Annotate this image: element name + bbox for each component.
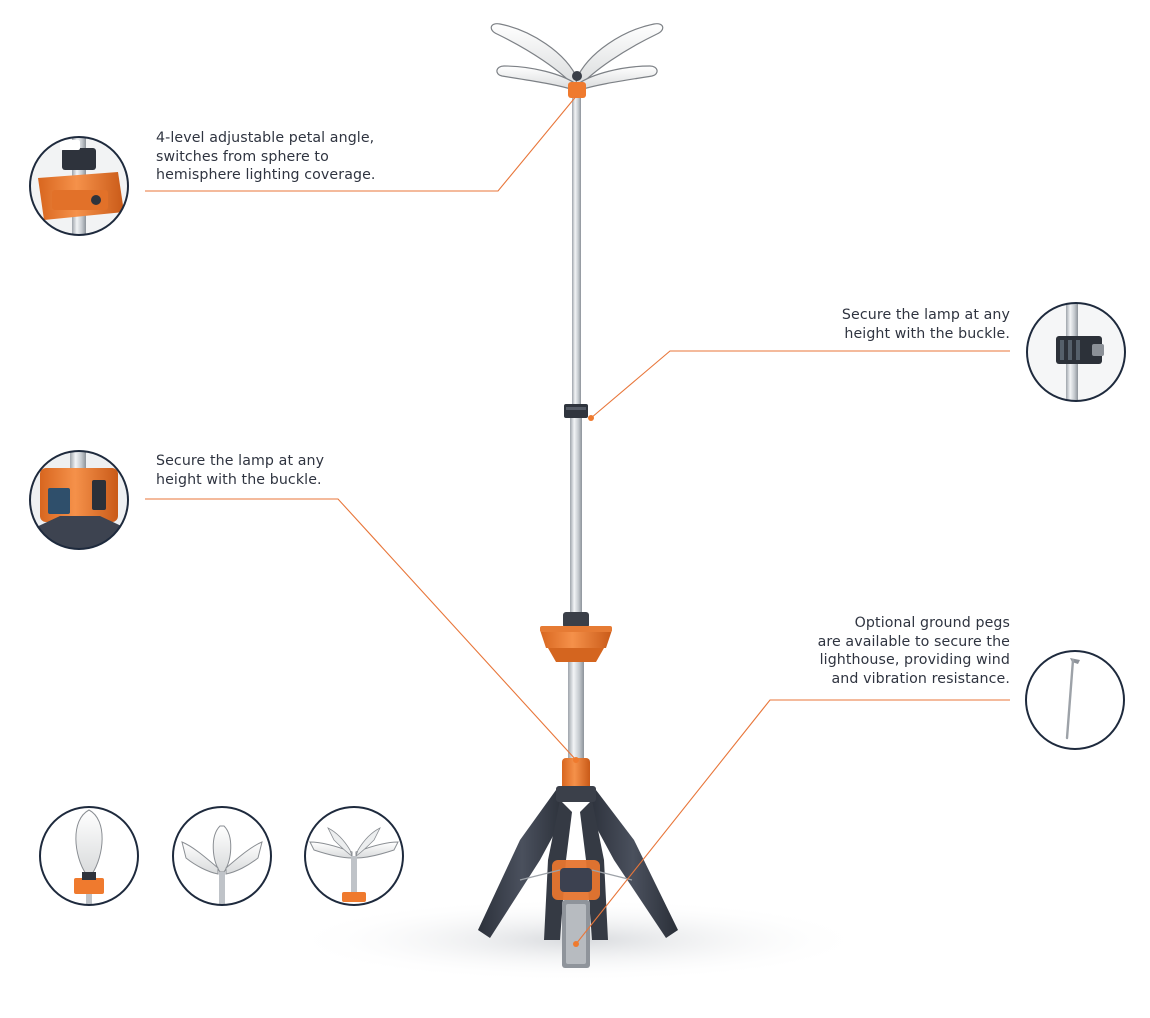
callout-ground-pegs-line-2: are available to secure the: [817, 633, 1010, 650]
callout-ground-pegs: Optional ground pegs are available to se…: [740, 614, 1010, 688]
leader-dot-buckle-left: [573, 757, 579, 763]
petal-lower-right: [577, 65, 658, 91]
callout-buckle-base: Secure the lamp at any height with the b…: [156, 452, 324, 489]
upper-pole: [572, 96, 581, 408]
petal-lower-left: [496, 65, 577, 91]
detail-ground-peg: [1025, 650, 1125, 750]
pole-buckle: [564, 404, 588, 418]
leader-buckle-right: [590, 350, 1010, 419]
callout-buckle-pole-line-2: height with the buckle.: [844, 325, 1010, 342]
leader-dot-pegs: [573, 941, 579, 947]
pole-buckle-icon: [1056, 303, 1104, 401]
tripod-base: [478, 758, 678, 968]
ground-peg-icon: [1065, 658, 1080, 740]
callout-petal-angle-line-2: switches from sphere to: [156, 148, 329, 165]
detail-petal-hub: [29, 136, 129, 236]
tripod-leg-left: [478, 790, 566, 938]
pole-collar: [563, 612, 589, 628]
tower-light: [478, 23, 678, 968]
lamp-hub: [568, 82, 586, 98]
leader-pegs: [575, 699, 1010, 945]
base-buckle-icon: [30, 451, 128, 549]
mode-closed: [39, 806, 139, 906]
callout-ground-pegs-line-4: and vibration resistance.: [831, 670, 1010, 687]
base-buckle: [562, 758, 590, 790]
middle-pole: [570, 414, 582, 614]
callout-petal-angle-line-1: 4-level adjustable petal angle,: [156, 130, 375, 146]
petal-upper-right: [575, 23, 664, 90]
mode-open: [304, 806, 404, 906]
callout-ground-pegs-line-1: Optional ground pegs: [854, 615, 1010, 631]
callout-petal-angle: 4-level adjustable petal angle, switches…: [156, 129, 376, 185]
callout-buckle-base-line-1: Secure the lamp at any: [156, 453, 325, 469]
leader-dot-buckle-right: [588, 415, 594, 421]
leader-dot-petal: [575, 91, 581, 97]
lamp-head: [490, 23, 664, 98]
callout-ground-pegs-line-3: lighthouse, providing wind: [819, 652, 1010, 668]
callout-buckle-base-line-2: height with the buckle.: [156, 471, 322, 488]
callout-buckle-pole-line-1: Secure the lamp at any: [841, 307, 1010, 323]
petal-upper-left: [490, 23, 579, 90]
detail-buckle-pole: [1026, 302, 1126, 402]
lower-pole: [568, 660, 584, 760]
mid-orange-hub: [540, 626, 612, 662]
callout-petal-angle-line-3: hemisphere lighting coverage.: [156, 167, 376, 183]
leader-lines: [145, 93, 1010, 945]
mode-half-open: [172, 806, 272, 906]
lamp-head-hub-icon: [38, 137, 124, 235]
petals-half-open-icon: [181, 825, 263, 905]
petals-open-icon: [309, 827, 399, 902]
petals-closed-icon: [74, 809, 104, 905]
tripod-leg-right: [588, 790, 678, 938]
detail-buckle-base: [29, 450, 129, 550]
callout-buckle-pole: Secure the lamp at any height with the b…: [770, 306, 1010, 343]
leader-buckle-left: [145, 498, 577, 761]
leader-petal: [145, 93, 579, 192]
